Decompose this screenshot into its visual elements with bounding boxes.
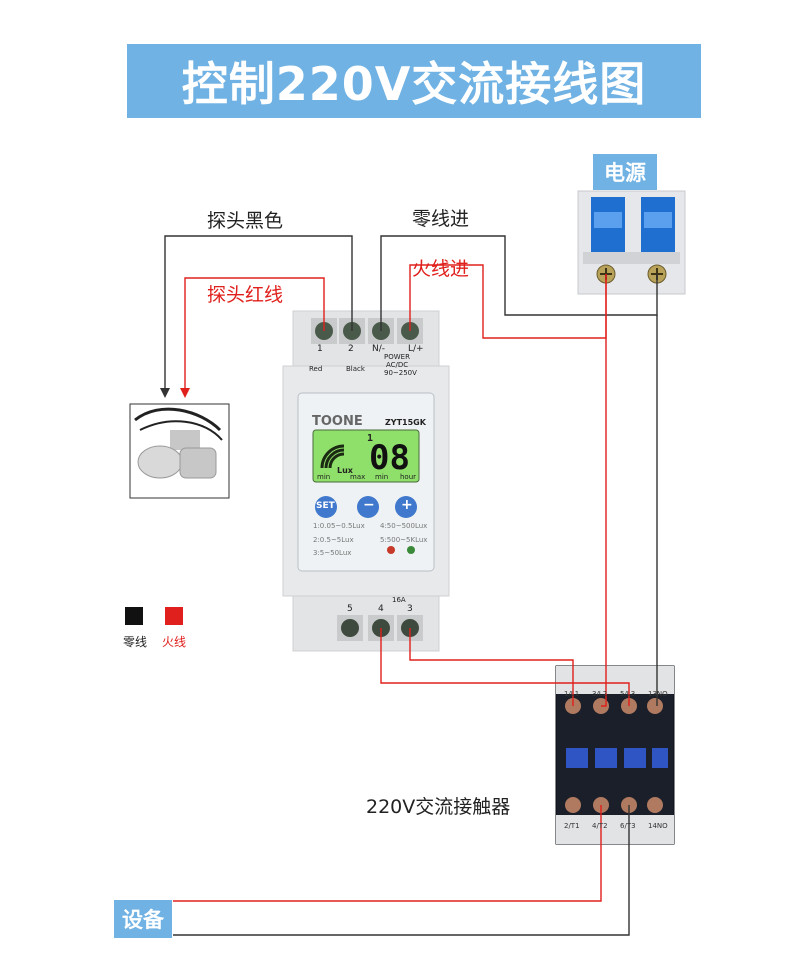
light-sensor-probe (129, 403, 230, 499)
terminal-3-label: 3 (407, 604, 413, 614)
contactor-l2-label: 3/L2 (592, 690, 608, 698)
display-min: min (317, 473, 331, 481)
ac-contactor (555, 665, 675, 845)
terminal-l-label: L/+ (408, 344, 424, 354)
range-3: 3:5~50Lux (313, 549, 352, 557)
range-1: 1:0.05~0.5Lux (313, 522, 365, 530)
neutral-in-label: 零线进 (412, 208, 470, 230)
power-range: 90~250V (384, 369, 417, 377)
contactor-label: 220V交流接触器 (366, 796, 511, 818)
display-index: 1 (367, 433, 374, 444)
minus-button[interactable]: − (363, 497, 375, 513)
display-min2: min (375, 473, 389, 481)
contactor-t2-label: 4/T2 (592, 822, 608, 830)
brand-logo: TOONE (312, 414, 363, 429)
page-title: 控制220V交流接线图 (127, 44, 701, 118)
set-button[interactable]: SET (316, 501, 335, 511)
probe-black-mark: Black (346, 365, 365, 373)
power-source-tag: 电源 (593, 154, 657, 190)
legend-live-label: 火线 (162, 635, 187, 649)
probe-red-label: 探头红线 (207, 284, 284, 306)
display-lux: Lux (337, 466, 353, 475)
contactor-t1-label: 2/T1 (564, 822, 580, 830)
terminal-5-label: 5 (347, 604, 353, 614)
range-4: 4:50~500Lux (380, 522, 428, 530)
model-label: ZYT15GK (385, 418, 426, 427)
probe-black-label: 探头黑色 (207, 210, 284, 232)
terminal-n-label: N/- (372, 344, 386, 354)
legend-neutral-swatch (125, 607, 143, 625)
contactor-l1-label: 1/L1 (564, 690, 580, 698)
light-timer-device (282, 310, 450, 652)
range-5: 5:500~5KLux (380, 536, 428, 544)
power-spec: AC/DC (386, 361, 409, 369)
terminal-2-label: 2 (348, 344, 354, 354)
contactor-l3-label: 5/L3 (620, 690, 636, 698)
legend-neutral-label: 零线 (123, 635, 148, 649)
contactor-13no-label: 13NO (648, 690, 668, 698)
range-2: 2:0.5~5Lux (313, 536, 354, 544)
display-value: 08 (369, 438, 410, 478)
device-tag: 设备 (114, 900, 172, 938)
display-max: max (350, 473, 366, 481)
probe-red-mark: Red (309, 365, 323, 373)
power-label: POWER (384, 353, 410, 361)
legend-live-swatch (165, 607, 183, 625)
contactor-14no-label: 14NO (648, 822, 668, 830)
terminal-4-label: 4 (378, 604, 384, 614)
contactor-t3-label: 6/T3 (620, 822, 636, 830)
live-in-label: 火线进 (412, 258, 470, 280)
terminal-1-label: 1 (317, 344, 323, 354)
plus-button[interactable]: + (401, 497, 413, 513)
circuit-breaker (577, 190, 686, 295)
relay-rating: 16A (392, 596, 406, 604)
display-hour: hour (400, 473, 417, 481)
